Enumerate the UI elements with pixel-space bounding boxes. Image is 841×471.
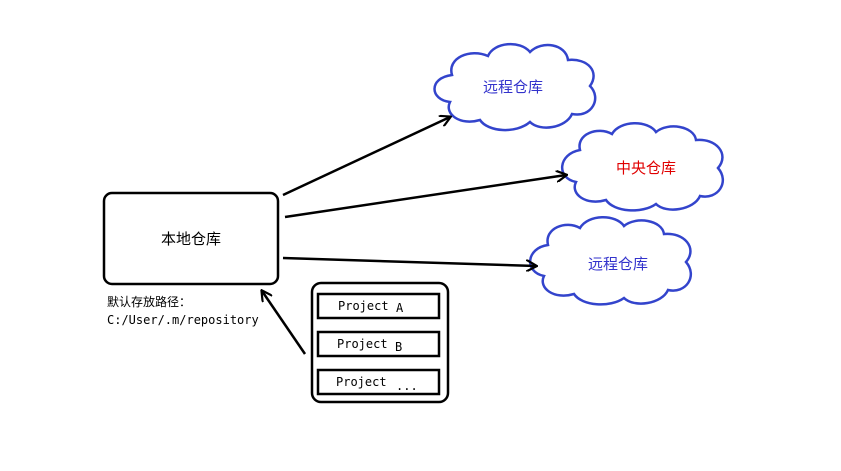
project-name: Project: [336, 375, 387, 389]
local-repository-label: 本地仓库: [161, 230, 221, 248]
project-name: Project: [337, 337, 388, 351]
arrow-to-remote-2: [282, 256, 536, 266]
project-item-b: Project B: [316, 330, 441, 358]
project-item-a: Project A: [316, 292, 441, 320]
project-item-more: Project ...: [316, 368, 441, 396]
project-item-box: [316, 330, 441, 358]
project-name: Project: [338, 299, 389, 313]
arrow-to-remote-1: [282, 117, 450, 197]
projects-container: Project A Project B Project ...: [310, 281, 450, 404]
remote-repository-cloud-1: 远程仓库: [433, 43, 597, 132]
project-suffix: A: [396, 301, 404, 315]
project-suffix: B: [395, 340, 402, 354]
project-suffix: ...: [396, 379, 418, 393]
remote-repository-cloud-2: 远程仓库: [528, 216, 693, 306]
arrow-to-central: [284, 175, 566, 219]
arrow-projects-to-local: [262, 291, 307, 355]
central-repository-cloud: 中央仓库: [560, 122, 725, 212]
remote-repository-label-1: 远程仓库: [483, 78, 543, 96]
project-item-box: [316, 292, 441, 320]
central-repository-label: 中央仓库: [616, 159, 676, 177]
local-repository-box: [102, 191, 280, 286]
cloud-shape: [528, 216, 693, 306]
project-item-box: [316, 368, 441, 396]
local-repository: 本地仓库: [102, 191, 280, 286]
remote-repository-label-2: 远程仓库: [588, 255, 648, 273]
cloud-shape: [560, 122, 725, 212]
default-path-caption: 默认存放路径：: [107, 294, 191, 309]
default-path-value: C:/User/.m/repository: [107, 313, 259, 327]
